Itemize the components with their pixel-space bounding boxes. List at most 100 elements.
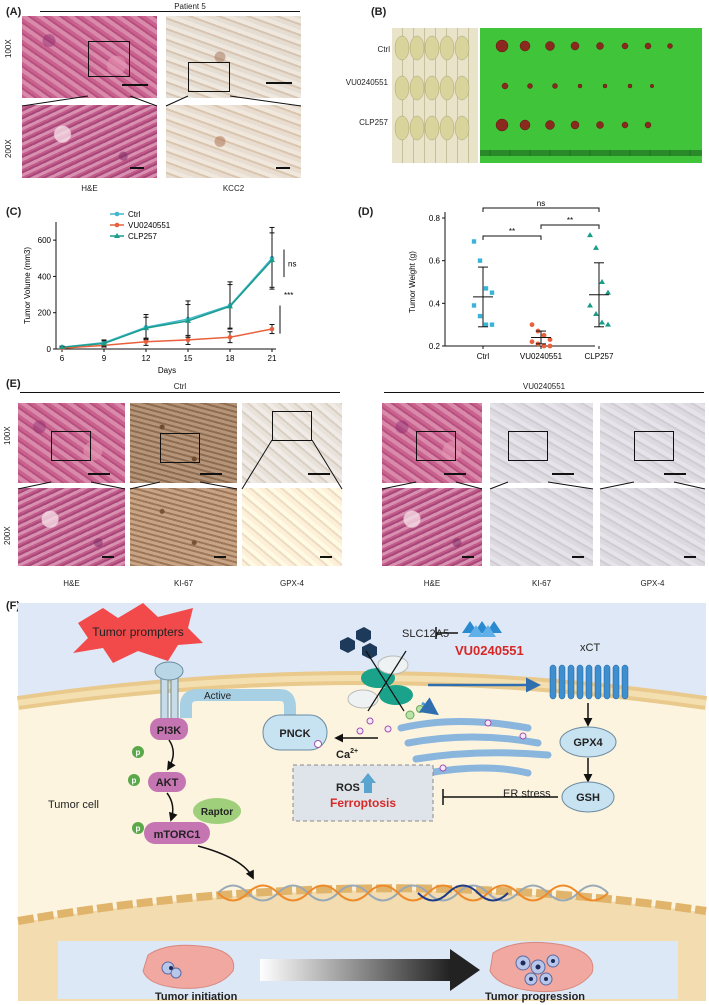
data-point: [489, 322, 495, 327]
ctrl-ki67-100x-image: [130, 403, 237, 483]
data-point: [101, 340, 107, 346]
vu-ki67-100x-image: [490, 403, 593, 483]
data-point: [143, 325, 149, 331]
row-label-vu0240551: VU0240551: [345, 78, 388, 87]
sig-bracket: [482, 235, 542, 240]
scale-bar: [122, 84, 148, 86]
ctrl-he-label: H&E: [63, 579, 80, 588]
data-point: [227, 303, 233, 309]
group-line-ctrl: [20, 392, 340, 393]
vu-ki67-label: KI-67: [531, 579, 552, 588]
data-point: [471, 239, 477, 244]
mice-photo: [392, 28, 478, 163]
data-point: [483, 322, 489, 327]
raptor-label: Raptor: [201, 807, 233, 818]
y-tick-label: 400: [38, 272, 52, 281]
sig-annotation: ***: [284, 291, 293, 300]
tumor-shapes: [480, 39, 702, 156]
y-tick-label: 600: [38, 236, 52, 245]
y-tick-label: 0.8: [429, 214, 441, 223]
y-tick-label: 0.2: [429, 342, 441, 351]
ctrl-gpx4-label: GPX-4: [279, 579, 304, 588]
scale-bar: [266, 82, 292, 84]
series-line: [61, 257, 273, 348]
mtorc1-label: mTORC1: [154, 829, 201, 841]
x-tick-label: VU0240551: [520, 352, 563, 361]
receptor: [154, 661, 184, 681]
panel-b-label: (B): [371, 6, 387, 18]
kcc2-100x-image: [166, 16, 301, 98]
vu-gpx4-100x-image: [600, 403, 705, 483]
x-tick-label: 6: [60, 354, 65, 363]
data-point: [185, 317, 191, 323]
phospho-label: p: [132, 776, 137, 785]
progression-arrow: [260, 959, 450, 981]
data-point: [269, 326, 275, 332]
panel-e-label: (E): [6, 378, 21, 390]
sig-annotation: ns: [537, 199, 545, 208]
er-stress-label: ER stress: [503, 788, 551, 800]
data-point: [489, 290, 495, 295]
vu-gpx4-200x-image: [600, 488, 705, 566]
xct-transporter: [549, 664, 629, 700]
legend-marker: [114, 233, 120, 238]
data-point: [143, 339, 149, 345]
y-axis-label: Tumor Volume (mm3): [23, 247, 32, 324]
he-200x-image: [22, 105, 157, 178]
row-label-clp257: CLP257: [359, 118, 388, 127]
group-label-vu0240551: VU0240551: [522, 382, 566, 391]
tumor-prompters-label: Tumor prompters: [92, 625, 184, 639]
vu-gpx4-label: GPX-4: [640, 579, 665, 588]
zoom-box: [508, 431, 548, 461]
scale-bar: [130, 167, 144, 169]
scale-bar: [444, 473, 466, 475]
data-point: [587, 302, 593, 308]
x-tick-label: 18: [226, 354, 235, 363]
scale-bar: [276, 167, 290, 169]
legend-marker: [114, 222, 120, 228]
data-point: [59, 344, 65, 350]
y-axis-label: Tumor Weight (g): [408, 251, 417, 313]
panel-e-row-label-200x: 200X: [3, 526, 12, 545]
vu0240551-drug-label: VU0240551: [455, 643, 524, 658]
panel-f-label: (F): [6, 600, 21, 612]
data-point: [471, 303, 477, 308]
active-bridge: [180, 689, 296, 721]
data-point: [185, 337, 191, 343]
vu-ki67-200x-image: [490, 488, 593, 566]
zoom-lines: [21, 95, 302, 107]
x-tick-label: 9: [102, 354, 107, 363]
scale-bar: [214, 556, 226, 558]
ca-superscript: 2+: [350, 748, 358, 755]
pi3k-label: PI3K: [157, 725, 182, 737]
ctrl-he-100x-image: [18, 403, 125, 483]
series-line: [61, 328, 273, 349]
data-point: [227, 334, 233, 340]
data-point: [547, 343, 553, 349]
ctrl-ki67-label: KI-67: [173, 579, 194, 588]
zoom-box: [634, 431, 674, 461]
ros-ferroptosis-box: [292, 764, 434, 822]
scale-bar: [462, 556, 474, 558]
data-point: [541, 343, 547, 349]
data-point: [587, 232, 593, 238]
mtorc1-node: [144, 822, 210, 844]
row-label-ctrl: Ctrl: [377, 45, 390, 54]
kcc2-200x-image: [166, 105, 301, 178]
gpx4-label: GPX4: [573, 737, 603, 749]
pi3k-node: [150, 718, 188, 740]
scale-bar: [102, 556, 114, 558]
tumor-cell-label: Tumor cell: [48, 799, 99, 811]
sig-annotation: **: [509, 227, 515, 236]
vu-he-label: H&E: [423, 579, 441, 588]
scale-bar: [200, 473, 222, 475]
tumor-prompters-burst: [73, 603, 203, 663]
liver-initiation: [142, 944, 235, 989]
scale-bar: [88, 473, 110, 475]
scale-bar: [308, 473, 330, 475]
gpx4-node: [559, 726, 617, 758]
vu-he-200x-image: [382, 488, 482, 566]
panel-a-row-label-100x: 100X: [4, 39, 13, 58]
data-point: [483, 286, 489, 291]
slc12a5-label: SLC12A5: [402, 628, 449, 640]
